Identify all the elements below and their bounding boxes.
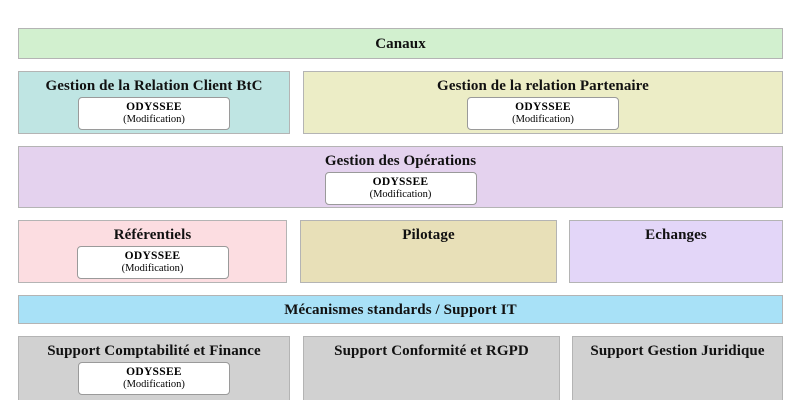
odyssee-name: ODYSSEE	[126, 100, 182, 113]
odyssee-state: (Modification)	[123, 114, 185, 125]
block-title: Support Comptabilité et Finance	[47, 343, 261, 359]
odyssee-name: ODYSSEE	[126, 365, 182, 378]
odyssee-state: (Modification)	[369, 189, 432, 200]
diagram-row-canaux: Canaux	[18, 28, 783, 59]
block-mecanismes-standards-support-it[interactable]: Mécanismes standards / Support IT	[18, 295, 783, 324]
odyssee-chip[interactable]: ODYSSEE (Modification)	[78, 97, 230, 130]
block-support-gestion-juridique[interactable]: Support Gestion Juridique	[572, 336, 783, 400]
odyssee-name: ODYSSEE	[372, 175, 429, 188]
block-title: Mécanismes standards / Support IT	[284, 301, 517, 318]
odyssee-state: (Modification)	[121, 263, 184, 274]
odyssee-chip[interactable]: ODYSSEE (Modification)	[78, 362, 230, 395]
block-title: Gestion de la relation Partenaire	[437, 78, 649, 94]
odyssee-chip[interactable]: ODYSSEE (Modification)	[76, 246, 229, 279]
block-echanges[interactable]: Echanges	[569, 220, 783, 283]
odyssee-state: (Modification)	[123, 379, 185, 390]
diagram-row-socle: Référentiels ODYSSEE (Modification) Pilo…	[18, 220, 783, 283]
block-title: Gestion des Opérations	[324, 153, 477, 169]
block-gestion-relation-partenaire[interactable]: Gestion de la relation Partenaire ODYSSE…	[303, 71, 783, 134]
block-title: Support Conformité et RGPD	[334, 343, 529, 359]
block-canaux[interactable]: Canaux	[18, 28, 783, 59]
block-title: Pilotage	[402, 227, 455, 243]
block-title: Canaux	[375, 35, 426, 52]
block-referentiels[interactable]: Référentiels ODYSSEE (Modification)	[18, 220, 287, 283]
diagram-row-relation: Gestion de la Relation Client BtC ODYSSE…	[18, 71, 783, 134]
odyssee-name: ODYSSEE	[515, 100, 571, 113]
odyssee-name: ODYSSEE	[124, 249, 181, 262]
diagram-row-mecanismes: Mécanismes standards / Support IT	[18, 295, 783, 324]
block-support-comptabilite-finance[interactable]: Support Comptabilité et Finance ODYSSEE …	[18, 336, 290, 400]
block-title: Gestion de la Relation Client BtC	[45, 78, 263, 94]
diagram-row-supports: Support Comptabilité et Finance ODYSSEE …	[18, 336, 783, 400]
odyssee-state: (Modification)	[512, 114, 574, 125]
block-support-conformite-rgpd[interactable]: Support Conformité et RGPD	[303, 336, 560, 400]
block-gestion-des-operations[interactable]: Gestion des Opérations ODYSSEE (Modifica…	[18, 146, 783, 208]
block-title: Echanges	[645, 227, 707, 243]
odyssee-chip[interactable]: ODYSSEE (Modification)	[324, 172, 477, 205]
block-title: Support Gestion Juridique	[590, 343, 765, 359]
odyssee-chip[interactable]: ODYSSEE (Modification)	[467, 97, 619, 130]
diagram-row-operations: Gestion des Opérations ODYSSEE (Modifica…	[18, 146, 783, 208]
block-pilotage[interactable]: Pilotage	[300, 220, 557, 283]
block-title: Référentiels	[113, 227, 192, 243]
block-gestion-relation-client-btc[interactable]: Gestion de la Relation Client BtC ODYSSE…	[18, 71, 290, 134]
